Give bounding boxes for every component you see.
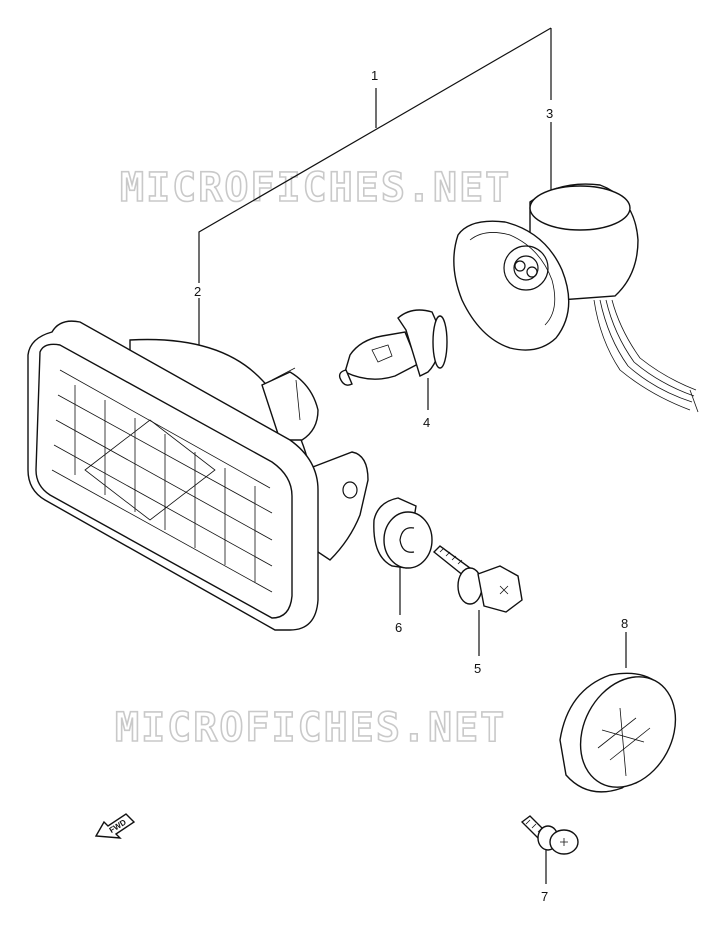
- callout-7: 7: [541, 889, 548, 904]
- screw: [520, 815, 579, 855]
- fwd-direction-indicator: FWD: [94, 813, 136, 839]
- callout-2: 2: [194, 284, 201, 299]
- cap: [559, 672, 677, 793]
- socket-with-wires: [453, 183, 699, 413]
- callout-8: 8: [621, 616, 628, 631]
- grommet: [373, 497, 433, 569]
- headlight-housing: [27, 320, 369, 631]
- watermark-top: MICROFICHES.NET: [120, 165, 511, 211]
- callout-6: 6: [395, 620, 402, 635]
- callout-3: 3: [546, 106, 553, 121]
- callout-5: 5: [474, 661, 481, 676]
- callout-1: 1: [371, 68, 378, 83]
- lens-pattern: [51, 369, 273, 593]
- watermark-bottom: MICROFICHES.NET: [115, 705, 506, 751]
- bulb: [338, 309, 448, 386]
- callout-4: 4: [423, 415, 430, 430]
- bolt: [432, 545, 523, 613]
